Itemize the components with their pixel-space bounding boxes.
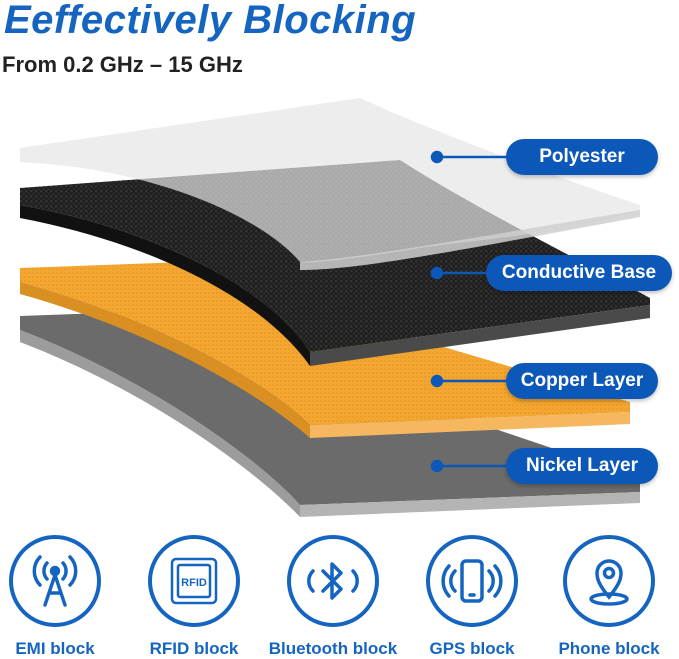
feature-emi-block: EMI block (0, 535, 110, 658)
emi-tower-icon (9, 535, 101, 627)
feature-label: Bluetooth block (268, 639, 398, 658)
svg-text:RFID: RFID (181, 577, 207, 589)
polyester-layer (20, 98, 640, 270)
copper-layer-callout: Copper Layer (506, 363, 658, 399)
feature-label: Phone block (558, 639, 660, 658)
headline: Eeffectively Blocking (4, 0, 417, 42)
feature-gps-block: GPS block (417, 535, 527, 658)
conductive-base-callout: Conductive Base (486, 255, 672, 291)
rfid-chip-icon: RFID (148, 535, 240, 627)
feature-label: EMI block (15, 639, 95, 658)
bluetooth-icon (287, 535, 379, 627)
location-pin-icon (563, 535, 655, 627)
feature-label: RFID block (149, 639, 239, 658)
feature-label: GPS block (429, 639, 515, 658)
layer-stack-illustration (20, 98, 650, 517)
nickel-layer-callout: Nickel Layer (506, 448, 658, 484)
feature-rfid-block: RFID RFID block (139, 535, 249, 658)
feature-bluetooth-block: Bluetooth block (269, 535, 397, 658)
phone-signal-icon (426, 535, 518, 627)
polyester-callout: Polyester (506, 139, 658, 175)
feature-phone-block: Phone block (554, 535, 664, 658)
frequency-range: From 0.2 GHz – 15 GHz (2, 52, 243, 77)
